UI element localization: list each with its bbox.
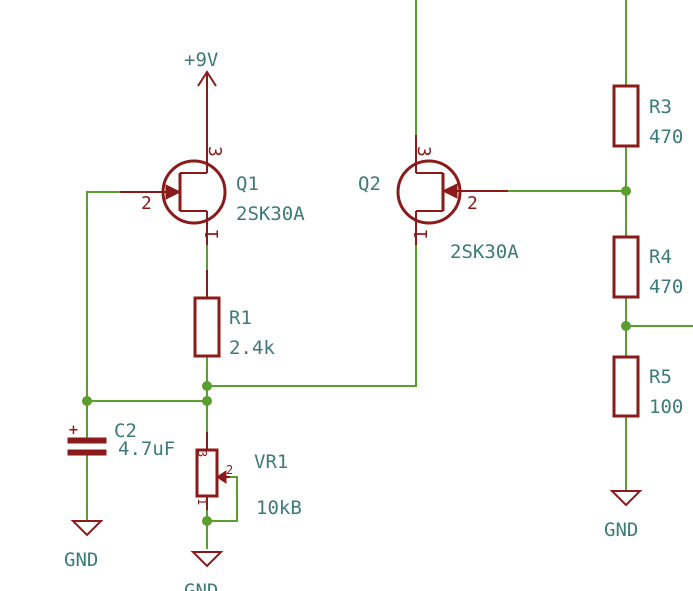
- r4-ref: R4: [649, 246, 672, 268]
- q1-value: 2SK30A: [236, 203, 305, 225]
- wires: [86, 0, 693, 549]
- r3-resistor: R3 470: [612, 84, 683, 148]
- vplus-symbol: +9V: [184, 49, 218, 135]
- q2-ref: Q2: [358, 173, 381, 195]
- r3-value: 470: [649, 126, 683, 148]
- junction-vr1-bottom: [202, 516, 212, 526]
- wire-r1-to-q2-source: [206, 244, 417, 387]
- q2-pin-gate: 2: [467, 193, 478, 214]
- q2-value: 2SK30A: [450, 241, 519, 263]
- gnd-symbol-c2: GND: [64, 520, 104, 571]
- gnd-label-c2: GND: [64, 549, 98, 571]
- vr1-value: 10kB: [256, 497, 302, 519]
- junctions: [82, 186, 631, 526]
- junction-r4-r5: [621, 321, 631, 331]
- vr1-pin1: 1: [195, 498, 209, 505]
- q1-ref: Q1: [236, 173, 259, 195]
- r5-ref: R5: [649, 366, 672, 388]
- q1-pin-gate: 2: [141, 193, 152, 214]
- c2-polarity: +: [68, 423, 79, 438]
- r1-resistor: R1 2.4k: [193, 270, 275, 359]
- r1-value: 2.4k: [229, 337, 275, 359]
- vr1-pin3: 3: [195, 450, 209, 457]
- q1-pin-drain: 3: [204, 146, 225, 157]
- q1-jfet: 2 3 1 Q1 2SK30A: [120, 135, 305, 245]
- vr1-pin2: 2: [226, 463, 233, 477]
- r4-resistor: R4 470: [612, 235, 683, 299]
- q2-jfet: 2 3 1 Q2 2SK30A: [358, 135, 519, 263]
- q1-pin-source: 1: [202, 229, 223, 240]
- junction-c2: [82, 396, 92, 406]
- junction-r1-bottom: [202, 381, 212, 391]
- vr1-ref: VR1: [254, 451, 288, 473]
- r5-value: 100: [649, 396, 683, 418]
- gnd-label-vr1: GND: [184, 580, 218, 591]
- gnd-label-r5: GND: [604, 519, 638, 541]
- vr1-potentiometer: 3 1 2 VR1 10kB: [195, 432, 302, 519]
- wire-vr1-wiper: [206, 476, 238, 522]
- junction-r3-r4: [621, 186, 631, 196]
- r3-ref: R3: [649, 96, 672, 118]
- q2-pin-drain: 3: [413, 146, 434, 157]
- c2-capacitor: + C2 4.7uF: [67, 420, 175, 460]
- junction-vr1-top: [202, 396, 212, 406]
- wire-q1-gate-to-c2: [86, 191, 121, 402]
- r4-value: 470: [649, 276, 683, 298]
- gnd-symbol-r5: GND: [604, 490, 643, 541]
- vplus-label: +9V: [184, 49, 218, 71]
- c2-value: 4.7uF: [118, 438, 175, 460]
- c2-ref: C2: [114, 420, 137, 442]
- gnd-symbol-vr1: GND: [184, 551, 224, 591]
- r1-ref: R1: [229, 307, 252, 329]
- r5-resistor: R5 100: [612, 355, 683, 418]
- q2-pin-source: 1: [411, 229, 432, 240]
